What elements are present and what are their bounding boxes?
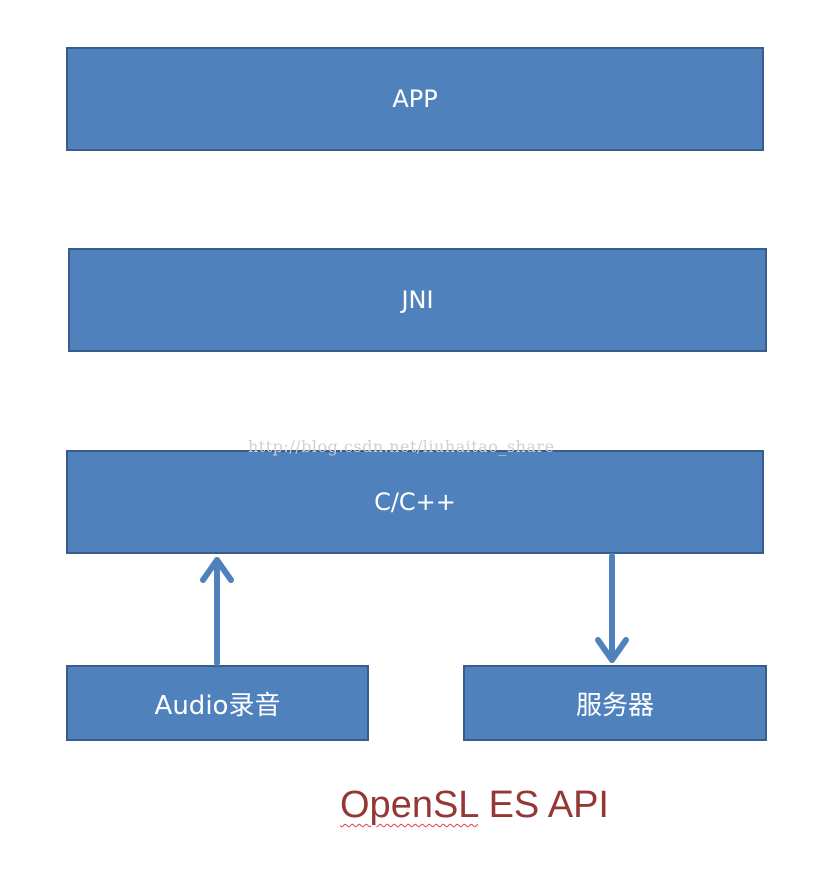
cpp-layer-box: C/C++ — [66, 450, 764, 554]
jni-layer-box: JNI — [68, 248, 767, 352]
audio-recording-label: Audio录音 — [154, 690, 281, 721]
server-box: 服务器 — [463, 665, 767, 741]
arrow-audio-to-cpp — [200, 557, 234, 666]
es-api-words: ES API — [478, 784, 609, 826]
watermark-text: http://blog.csdn.net/liuhaitao_share — [248, 437, 555, 456]
cpp-layer-label: C/C++ — [374, 488, 456, 516]
opensl-es-api-title: OpenSL ES API — [340, 784, 609, 827]
app-layer-label: APP — [392, 85, 438, 113]
server-label: 服务器 — [575, 690, 654, 721]
audio-recording-box: Audio录音 — [66, 665, 369, 741]
arrow-cpp-to-server — [595, 553, 629, 663]
app-layer-box: APP — [66, 47, 764, 151]
opensl-word: OpenSL — [340, 784, 479, 826]
jni-layer-label: JNI — [401, 286, 434, 314]
